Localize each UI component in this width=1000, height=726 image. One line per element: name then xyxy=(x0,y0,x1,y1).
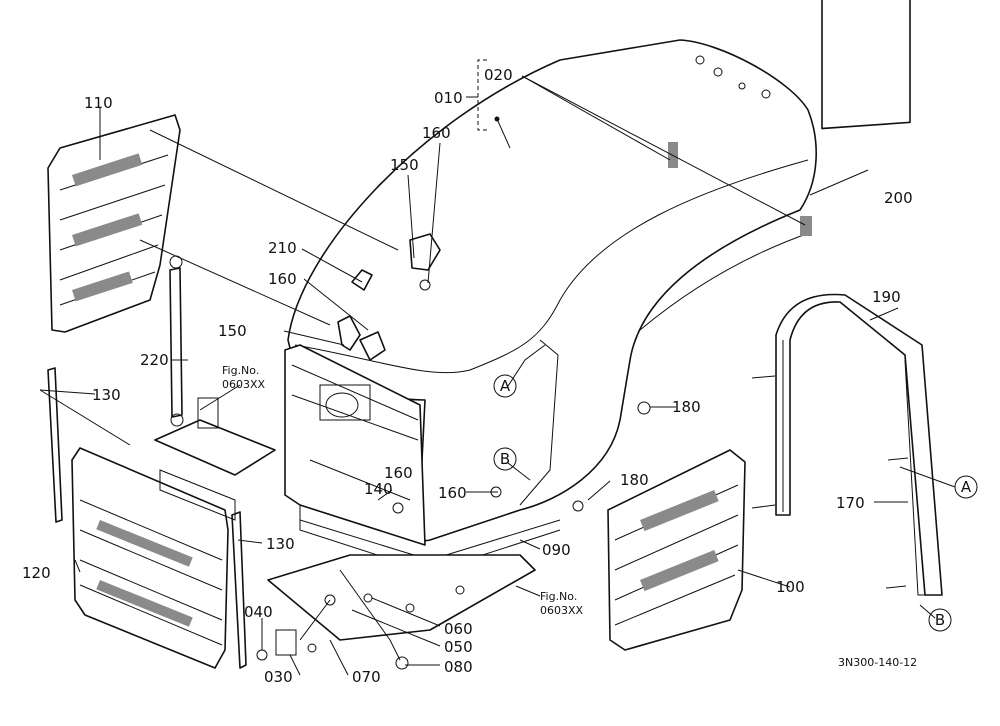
callout-020: 020 xyxy=(484,66,513,84)
figure-references: Fig.No. 0603XX Fig.No. 0603XX xyxy=(222,364,584,617)
fig-ref-a-label: Fig.No. xyxy=(222,364,259,377)
callout-030: 030 xyxy=(264,668,293,686)
callout-160-right: 160 xyxy=(438,484,467,502)
seal-strips-130 xyxy=(47,367,247,669)
marker-b2: B xyxy=(935,611,945,629)
marker-a-circle xyxy=(493,374,517,398)
front-frame xyxy=(284,344,561,573)
marker-b-circle xyxy=(493,447,517,471)
callout-140: 140 xyxy=(364,480,393,498)
hood xyxy=(287,39,817,542)
fig-ref-b-label: Fig.No. xyxy=(540,590,577,603)
callout-050: 050 xyxy=(444,638,473,656)
callout-170: 170 xyxy=(836,494,865,512)
frame-190 xyxy=(751,293,943,596)
callout-150-top: 150 xyxy=(390,156,419,174)
callout-040: 040 xyxy=(244,603,273,621)
callout-090: 090 xyxy=(542,541,571,559)
latch-strap-220 xyxy=(169,255,184,427)
callout-160-mid: 160 xyxy=(268,270,297,288)
callout-060: 060 xyxy=(444,620,473,638)
callout-160-top: 160 xyxy=(422,124,451,142)
front-grille-120 xyxy=(71,447,229,669)
callout-220: 220 xyxy=(140,351,169,369)
reference-markers: A B A B xyxy=(493,374,978,632)
callout-210: 210 xyxy=(268,239,297,257)
callout-100: 100 xyxy=(776,578,805,596)
callout-110: 110 xyxy=(84,94,113,112)
bottom-plate xyxy=(267,554,536,641)
callout-130-bottom: 130 xyxy=(266,535,295,553)
callout-150-mid: 150 xyxy=(218,322,247,340)
fig-ref-b-number: 0603XX xyxy=(540,604,584,617)
callout-080: 080 xyxy=(444,658,473,676)
callout-180-top: 180 xyxy=(672,398,701,416)
callout-190: 190 xyxy=(872,288,901,306)
callout-200: 200 xyxy=(884,189,913,207)
leader-lines xyxy=(39,59,956,676)
callout-120: 120 xyxy=(22,564,51,582)
fig-ref-a-number: 0603XX xyxy=(222,378,266,391)
marker-a-circle-2 xyxy=(954,475,978,499)
drawing-id: 3N300-140-12 xyxy=(838,656,917,669)
callout-070: 070 xyxy=(352,668,381,686)
marker-b-circle-2 xyxy=(928,608,952,632)
side-panel-100 xyxy=(607,449,746,651)
latch-parts xyxy=(256,569,409,670)
callout-160-left: 160 xyxy=(384,464,413,482)
side-panel-110 xyxy=(47,114,181,333)
radiator-bracket xyxy=(154,397,276,521)
plate-200 xyxy=(821,0,911,130)
marker-a1: A xyxy=(500,377,511,395)
hood-hardware xyxy=(337,233,651,514)
callout-180-bottom: 180 xyxy=(620,471,649,489)
callout-130-top: 130 xyxy=(92,386,121,404)
callout-labels: 020 010 110 160 150 200 210 160 150 220 … xyxy=(22,66,913,686)
marker-b1: B xyxy=(500,450,510,468)
callout-010: 010 xyxy=(434,89,463,107)
marker-a2: A xyxy=(961,478,972,496)
